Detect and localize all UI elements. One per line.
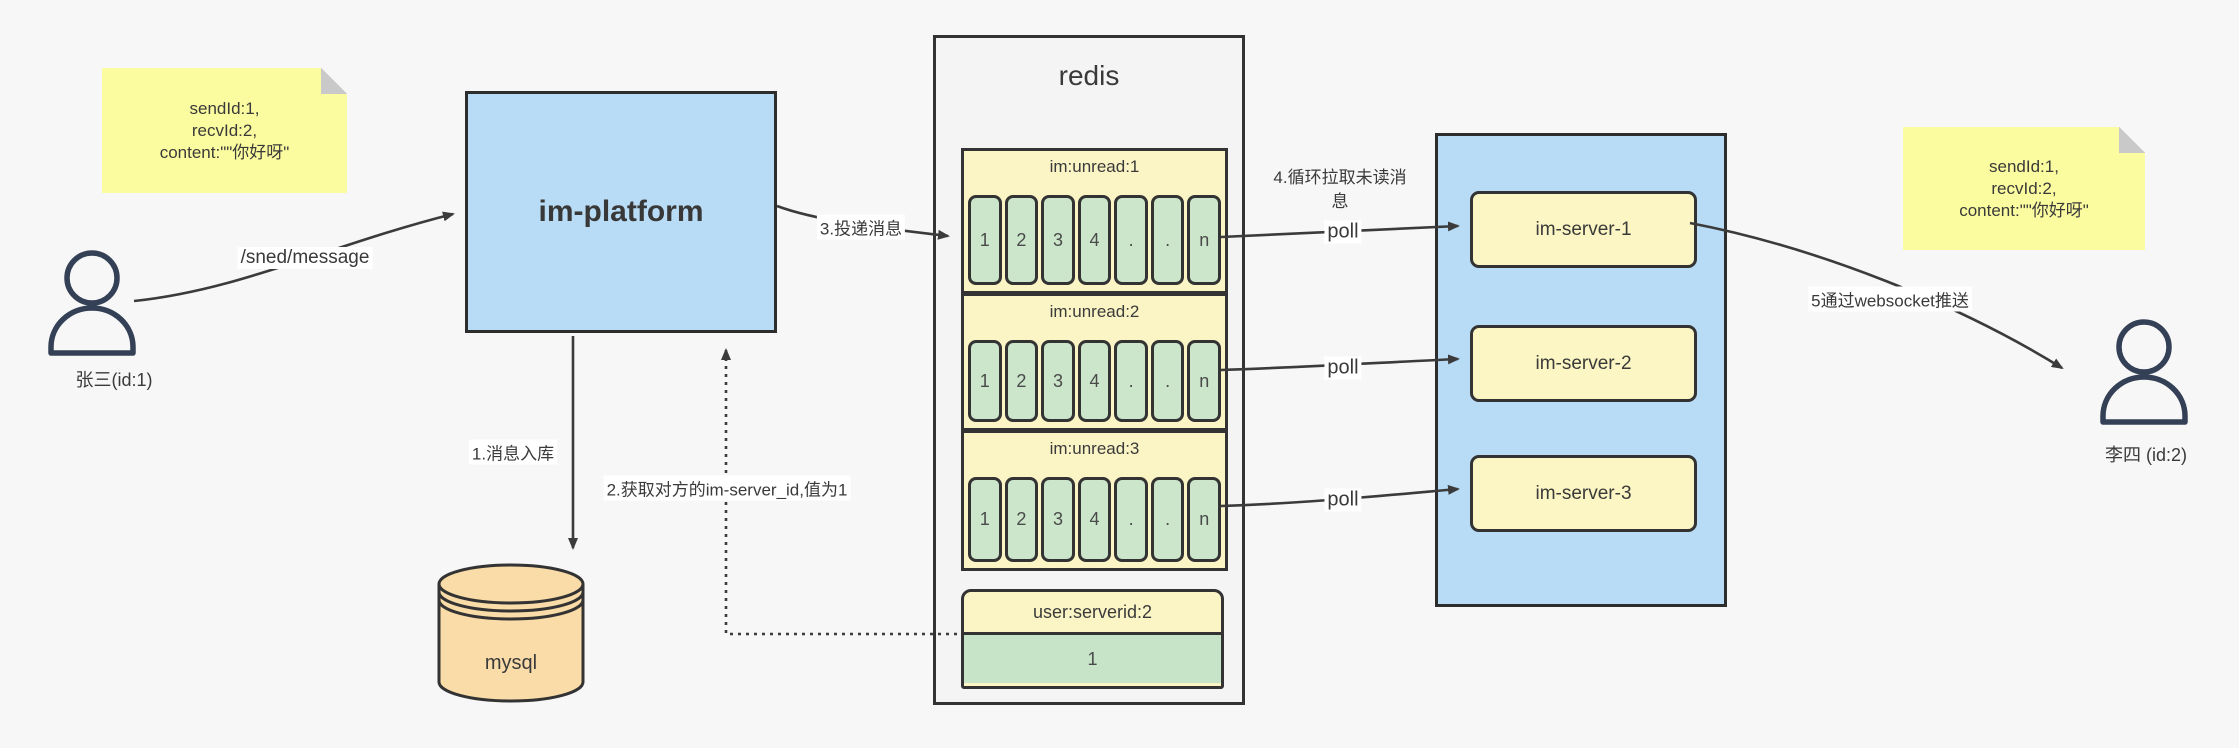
queue-cell: 1 (968, 340, 1002, 422)
queue-cell: . (1114, 340, 1148, 422)
queue-cell: . (1150, 477, 1185, 562)
queue-cells: 1 2 3 4 . . n (968, 195, 1222, 285)
node-im-server-1: im-server-1 (1470, 191, 1697, 268)
database-cylinder-icon (437, 563, 585, 703)
queue-cells: 1 2 3 4 . . n (968, 340, 1222, 422)
actor-sender-label: 张三(id:1) (75, 370, 153, 390)
note-right-line1: sendId:1, (1989, 156, 2059, 176)
queue-cell: . (1150, 340, 1185, 422)
queue-header: im:unread:3 (1049, 439, 1140, 458)
kv-value: 1 (964, 635, 1221, 683)
queue-cell: 3 (1041, 477, 1075, 562)
edge-label-step5: 5通过websocket推送 (1808, 286, 1972, 312)
redis-queue-unread-3: im:unread:3 1 2 3 4 . . n (961, 430, 1228, 571)
queue-cell: . (1114, 195, 1148, 285)
note-right-line2: recvId:2, (1991, 178, 2057, 198)
user-icon (2100, 319, 2188, 425)
edge-label-step2: 2.获取对方的im-server_id,值为1 (603, 475, 851, 501)
queue-cell: 3 (1041, 340, 1075, 422)
redis-queue-unread-2: im:unread:2 1 2 3 4 . . n (961, 293, 1228, 431)
node-im-server-3: im-server-3 (1470, 455, 1697, 532)
note-right-text: sendId:1, recvId:2, content:""你好呀" (1903, 127, 2145, 250)
queue-cell: 2 (1004, 477, 1039, 562)
node-redis: redis im:unread:1 1 2 3 4 . . n im:unrea… (933, 35, 1245, 705)
queue-cell: n (1187, 477, 1222, 562)
redis-queue-unread-1: im:unread:1 1 2 3 4 . . n (961, 148, 1228, 294)
edge-label-poll-1: poll (1324, 220, 1362, 244)
queue-cell: n (1187, 195, 1222, 285)
queue-header: im:unread:1 (1049, 157, 1140, 176)
queue-cells: 1 2 3 4 . . n (968, 477, 1222, 562)
queue-cell: 2 (1004, 340, 1039, 422)
edge-label-step4: 4.循环拉取未读消 息 (1258, 166, 1422, 214)
note-left-line2: recvId:2, (191, 120, 258, 140)
im-platform-label: im-platform (538, 195, 704, 228)
sticky-note-right: sendId:1, recvId:2, content:""你好呀" (1903, 127, 2145, 250)
queue-cell: 4 (1077, 477, 1112, 562)
actor-receiver-label: 李四 (id:2) (2104, 445, 2188, 465)
mysql-label: mysql (484, 652, 538, 674)
note-left-line3: content:""你好呀" (159, 142, 290, 162)
queue-cell: 4 (1077, 340, 1112, 422)
note-right-line3: content:""你好呀" (1959, 200, 2089, 220)
queue-header: im:unread:2 (1049, 302, 1140, 321)
im-server-3-label: im-server-3 (1535, 482, 1632, 504)
note-left-line1: sendId:1, (189, 98, 260, 118)
note-fold-icon (321, 68, 347, 94)
node-im-platform: im-platform (465, 91, 777, 333)
kv-header: user:serverid:2 (964, 592, 1221, 635)
edge-label-step1: 1.消息入库 (468, 439, 558, 465)
node-im-server-2: im-server-2 (1470, 325, 1697, 402)
redis-user-serverid-box: user:serverid:2 1 (961, 589, 1224, 689)
note-left-text: sendId:1, recvId:2, content:""你好呀" (102, 68, 347, 193)
edge-label-poll-3: poll (1324, 488, 1362, 512)
edge-label-send-api: /sned/message (237, 247, 373, 269)
queue-cell: . (1150, 195, 1185, 285)
queue-cell: . (1114, 477, 1148, 562)
queue-cell: 1 (968, 195, 1002, 285)
queue-cell: 3 (1041, 195, 1075, 285)
im-server-2-label: im-server-2 (1535, 352, 1632, 374)
queue-cell: 4 (1077, 195, 1112, 285)
step4-line2: 息 (1331, 192, 1349, 211)
queue-cell: n (1187, 340, 1222, 422)
queue-cell: 2 (1004, 195, 1039, 285)
sticky-note-left: sendId:1, recvId:2, content:""你好呀" (102, 68, 347, 193)
edge-label-step3: 3.投递消息 (816, 214, 906, 240)
user-icon (48, 250, 136, 356)
im-server-1-label: im-server-1 (1535, 218, 1632, 240)
queue-cell: 1 (968, 477, 1002, 562)
step4-line1: 4.循环拉取未读消 (1273, 168, 1407, 187)
redis-title: redis (1058, 60, 1120, 91)
note-fold-icon (2119, 127, 2145, 153)
edge-label-poll-2: poll (1324, 356, 1362, 380)
node-im-server-cluster: im-server-1 im-server-2 im-server-3 (1435, 133, 1727, 607)
